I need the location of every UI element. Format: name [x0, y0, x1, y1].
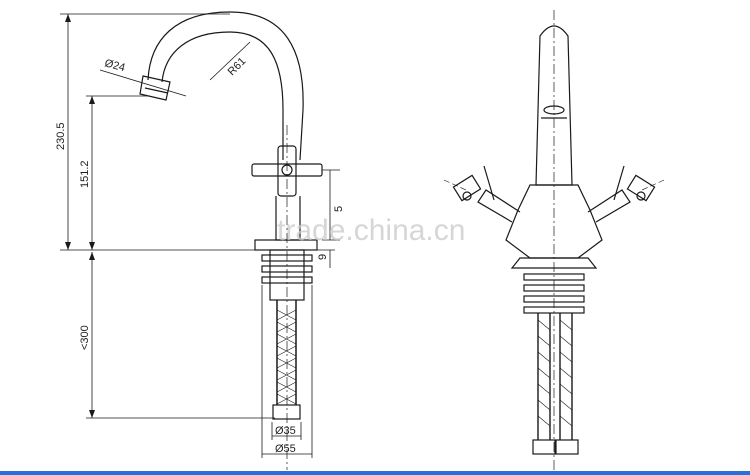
dim-inner-diameter-label: Ø35: [275, 425, 296, 437]
braided-hose: [276, 300, 297, 405]
dim-total-height-label: 230.5: [55, 122, 67, 150]
footer-accent-bar: [0, 471, 750, 475]
hose-left-fitting: [532, 439, 556, 455]
dim-deck-thickness-label: 9: [317, 254, 329, 260]
hose-right-fitting: [555, 439, 579, 455]
front-view: [443, 10, 665, 470]
watermark: trade.china.cn: [277, 214, 465, 247]
hose-left: [537, 313, 551, 440]
hose-right: [559, 313, 573, 440]
spout-nozzle: [139, 75, 171, 101]
spout-inner-line: [161, 31, 284, 160]
dim-outlet-height-label: 151.2: [79, 160, 91, 188]
spout-outer-line: [147, 11, 304, 161]
dim-arc-radius-label: R61: [226, 55, 249, 78]
front-deck-plate: [510, 257, 598, 269]
hose-fitting: [272, 404, 301, 420]
spout-column: [535, 25, 573, 186]
dim-handle-height-label: 5: [333, 206, 345, 212]
dim-base-diameter-label: Ø55: [275, 443, 296, 455]
dim-spout-diameter-label: Ø24: [103, 57, 126, 74]
right-handle: [587, 189, 631, 223]
left-handle: [477, 189, 521, 223]
dim-hose-length-label: <300: [79, 325, 91, 350]
side-dimensions: [60, 13, 340, 458]
